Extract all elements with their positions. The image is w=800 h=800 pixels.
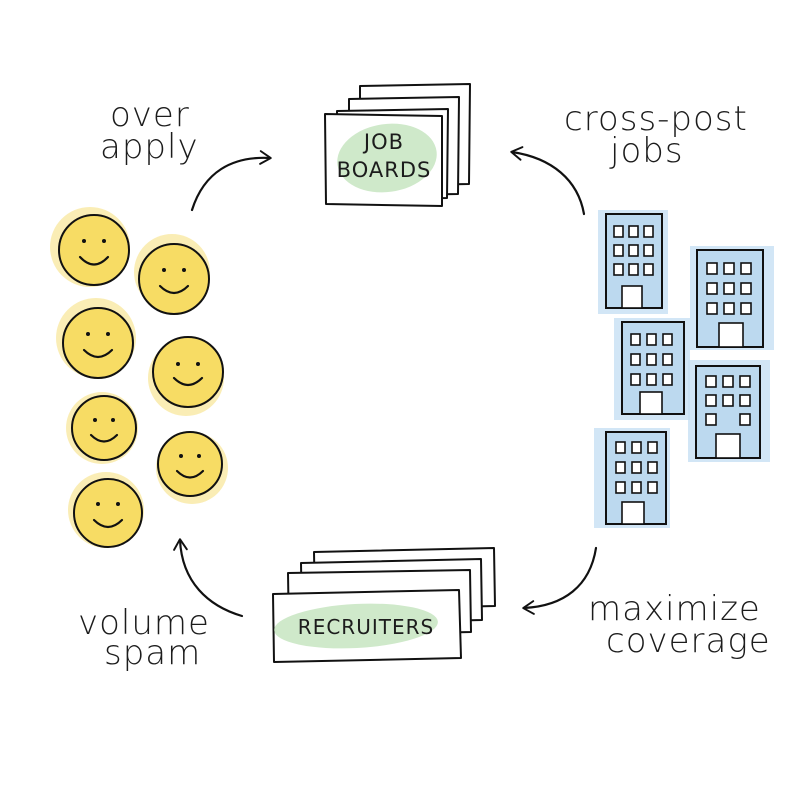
smiley-face-icon bbox=[66, 392, 138, 464]
edge-label-maximize: maximize bbox=[588, 589, 761, 629]
job-boards-label-line2: BOARDS bbox=[337, 158, 432, 182]
smiley-face-icon bbox=[134, 234, 210, 315]
recruiters-label: RECRUITERS bbox=[298, 615, 434, 639]
office-building-icon bbox=[614, 318, 690, 420]
smiley-face-icon bbox=[68, 472, 144, 548]
edge-label-cross-post: cross-post bbox=[564, 99, 748, 139]
smiley-face-icon bbox=[156, 431, 228, 504]
edge-label-coverage: coverage bbox=[606, 621, 771, 661]
edge-label-apply: apply bbox=[100, 127, 199, 167]
smiley-face-icon bbox=[56, 298, 136, 379]
arrow-employers-to-job-boards bbox=[510, 146, 586, 216]
smiley-face-icon bbox=[148, 336, 224, 416]
edge-label-volume: volume bbox=[78, 603, 210, 643]
office-building-icon bbox=[594, 428, 670, 528]
arrow-recruiters-to-candidates bbox=[173, 538, 244, 618]
employers-group bbox=[594, 210, 774, 528]
office-building-icon bbox=[690, 246, 774, 350]
job-boards-node: JOB BOARDS bbox=[324, 83, 471, 207]
job-boards-label-line1: JOB bbox=[362, 130, 404, 154]
arrow-candidates-to-job-boards bbox=[190, 150, 272, 212]
edge-label-over: over bbox=[110, 95, 190, 135]
smiley-face-icon bbox=[50, 207, 130, 287]
arrow-employers-to-recruiters bbox=[522, 546, 598, 615]
edge-label-spam: spam bbox=[104, 633, 201, 673]
edge-label-jobs: jobs bbox=[609, 131, 684, 171]
office-building-icon bbox=[688, 360, 770, 462]
candidates-group bbox=[50, 207, 228, 548]
recruiters-node: RECRUITERS bbox=[272, 547, 496, 663]
office-building-icon bbox=[598, 210, 668, 314]
